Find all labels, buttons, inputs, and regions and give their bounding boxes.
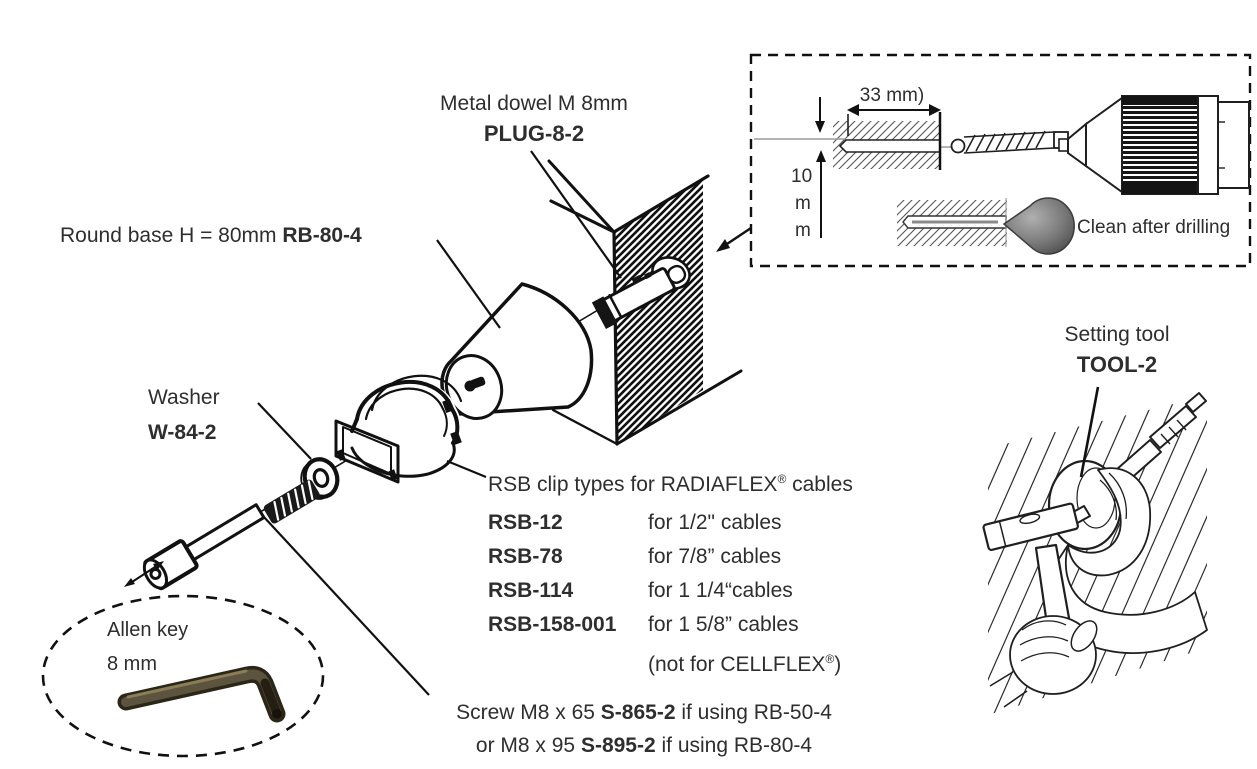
leader-rsb xyxy=(446,459,487,479)
registered-mark: ® xyxy=(825,652,835,666)
metal-dowel-code: PLUG-8-2 xyxy=(483,121,585,147)
rsb-row: RSB-78 for 7/8” cables xyxy=(488,540,853,574)
metal-dowel-title: Metal dowel M 8mm xyxy=(440,92,628,115)
allen-key-size: 8 mm xyxy=(107,653,157,675)
rsb-code: RSB-114 xyxy=(488,579,574,602)
depth-dimension-arrows xyxy=(815,97,826,238)
spring-washer-drawing xyxy=(263,479,320,524)
depth-dimension-label-m2: m xyxy=(795,220,811,241)
rsb-code: RSB-12 xyxy=(488,511,563,534)
round-base-text: Round base H = 80mm xyxy=(60,224,283,247)
washer-text: Washer xyxy=(148,386,220,409)
rsb-note: (not for CELLFLEX®) xyxy=(648,652,842,676)
drilled-hole-drawing xyxy=(754,112,963,170)
screw-drawing xyxy=(142,503,266,591)
exploded-assembly-drawing xyxy=(142,159,743,591)
rsb-row: RSB-12 for 1/2" cables xyxy=(488,506,853,540)
rsb-row: RSB-158-001 for 1 5/8” cables xyxy=(488,608,853,642)
leader-washer xyxy=(257,402,312,460)
allen-key-label: Allen key 8 mm xyxy=(107,613,188,681)
washer-code: W-84-2 xyxy=(148,421,217,444)
clean-note: Clean after drilling xyxy=(1077,217,1231,238)
leader-plug xyxy=(530,150,622,279)
rsb-clip-list: RSB clip types for RADIAFLEX® cables RSB… xyxy=(488,464,853,682)
screw-note-line2: or M8 x 95 S-895-2 if using RB-80-4 xyxy=(475,734,813,757)
washer-label: Washer W-84-2 xyxy=(148,380,220,450)
metal-dowel-drawing xyxy=(591,256,691,329)
allen-key-circle xyxy=(41,594,325,758)
rsb-row: RSB-114 for 1 1/4“cables xyxy=(488,574,853,608)
depth-dimension-label-m1: m xyxy=(795,193,811,214)
leader-tool xyxy=(1079,386,1100,478)
allen-key-arrow xyxy=(124,561,164,587)
setting-tool-drawing xyxy=(982,392,1208,715)
allen-key-text: Allen key xyxy=(107,619,189,641)
rsb-desc: for 7/8” cables xyxy=(648,545,782,568)
leader-lines xyxy=(257,150,1100,696)
width-dimension-arrow xyxy=(847,104,941,116)
screw-note: Screw M8 x 65 S-865-2 if using RB-50-4 o… xyxy=(394,696,894,762)
rsb-desc: for 1 5/8” cables xyxy=(648,613,799,636)
screw-note-line1: Screw M8 x 65 S-865-2 if using RB-50-4 xyxy=(456,701,832,724)
width-dimension-label: 33 mm) xyxy=(859,85,925,106)
metal-dowel-label: Metal dowel M 8mm PLUG-8-2 xyxy=(384,91,684,148)
leader-round-base xyxy=(436,239,501,329)
rsb-desc: for 1/2" cables xyxy=(648,511,782,534)
drill-inset xyxy=(749,53,1252,268)
leader-screw xyxy=(262,515,430,696)
rsb-code: RSB-78 xyxy=(488,545,563,568)
screw-code: S-895-2 xyxy=(580,734,656,757)
screw-code: S-865-2 xyxy=(600,701,676,724)
blower-bulb-drawing xyxy=(897,197,1075,255)
depth-dimension-label-10: 10 xyxy=(791,166,813,187)
drill-chuck-drawing xyxy=(1058,95,1250,195)
round-base-drawing xyxy=(440,282,594,420)
setting-tool-label: Setting tool TOOL-2 xyxy=(1017,322,1217,379)
rsb-code: RSB-158-001 xyxy=(488,613,617,636)
rsb-clip-drawing xyxy=(334,374,463,484)
setting-tool-text: Setting tool xyxy=(1064,323,1170,346)
rsb-desc: for 1 1/4“cables xyxy=(648,579,793,602)
rsb-title: RSB clip types for RADIAFLEX® cables xyxy=(488,472,853,496)
setting-tool-code: TOOL-2 xyxy=(1076,352,1158,378)
registered-mark: ® xyxy=(777,472,787,486)
round-base-label: Round base H = 80mm RB-80-4 xyxy=(60,223,362,249)
wall-drawing xyxy=(547,159,743,446)
hand-drawing xyxy=(989,615,1098,708)
inset-pointer-arrow xyxy=(716,226,752,252)
allen-key-photo xyxy=(117,665,286,723)
round-base-code: RB-80-4 xyxy=(282,224,362,247)
